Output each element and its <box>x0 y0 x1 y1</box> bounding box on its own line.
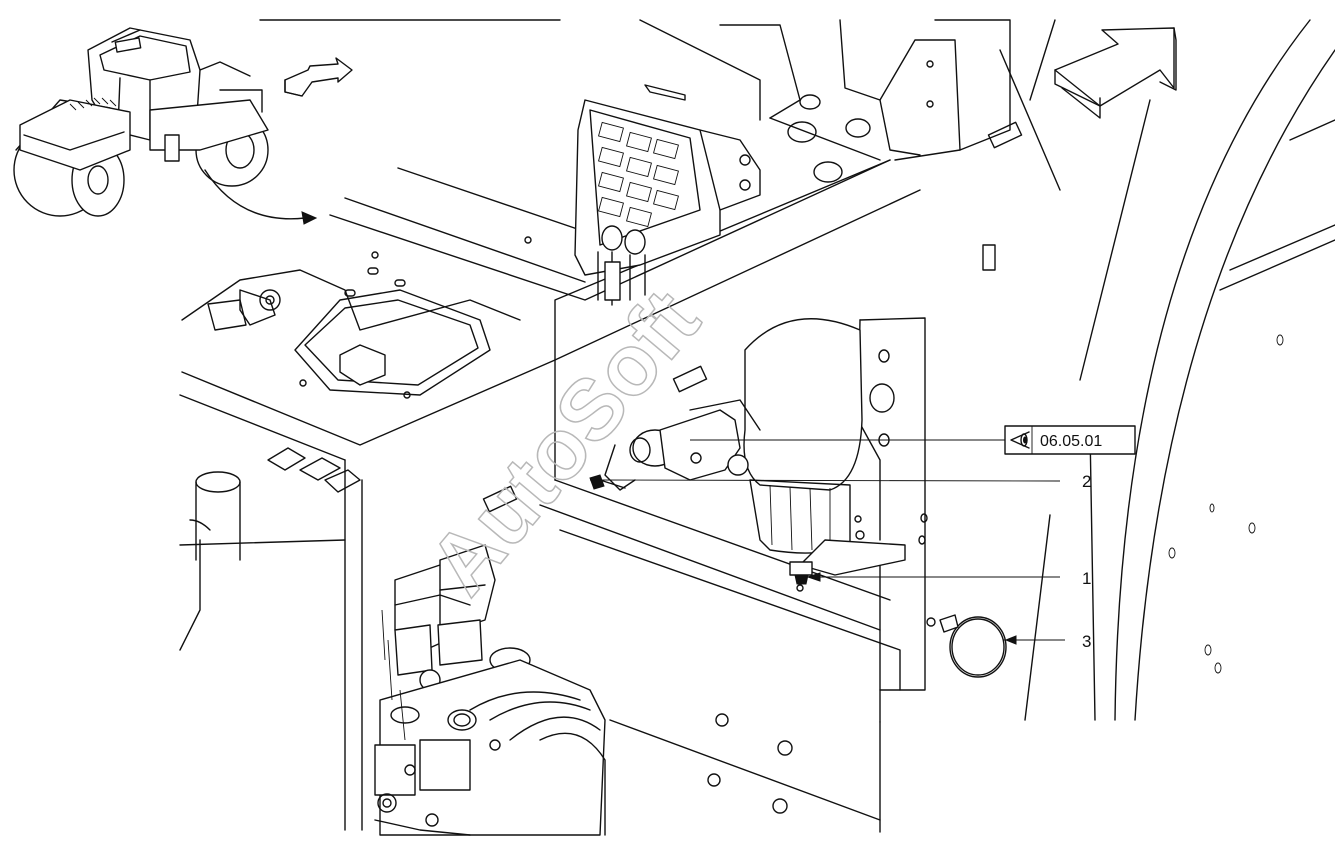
leader-lines <box>589 439 1065 645</box>
reference-box[interactable]: 06.05.01 <box>1004 425 1136 455</box>
machine-overview-thumbnail <box>13 27 318 225</box>
eye-view-icon <box>1010 431 1030 449</box>
relay-block <box>574 99 761 306</box>
view-direction-arrow-small <box>284 57 353 97</box>
fuel-filter-assembly <box>589 318 906 592</box>
reference-label: 06.05.01 <box>1040 433 1102 450</box>
floor-plate <box>179 236 532 651</box>
hose-clamp <box>926 614 1007 678</box>
view-direction-arrow-large <box>1054 27 1177 119</box>
callout-2: 2 <box>1082 472 1091 491</box>
hydraulic-pump <box>374 544 606 836</box>
callout-1: 1 <box>1082 569 1091 588</box>
callout-3: 3 <box>1082 632 1091 651</box>
